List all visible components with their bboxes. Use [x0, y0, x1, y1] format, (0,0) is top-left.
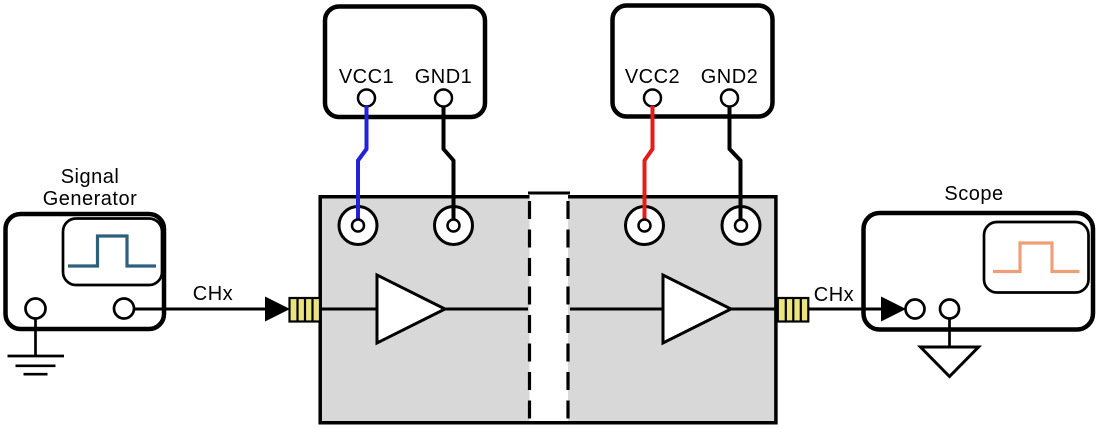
- vcc1-label: VCC1: [339, 66, 394, 88]
- signal-generator: Signal Generator: [3, 166, 167, 376]
- gnd1-label: GND1: [415, 66, 473, 88]
- gnd2-wire: [727, 106, 743, 219]
- power-supply-1: VCC1 GND1: [322, 4, 488, 120]
- signal-generator-screen: [61, 217, 164, 287]
- vcc2-terminal: [642, 88, 663, 108]
- dut-module: [288, 191, 810, 425]
- signal-direction-arrow-icon: [881, 296, 906, 322]
- input-connection: CHx: [134, 283, 290, 322]
- power-supply-2-box: [610, 3, 775, 119]
- amplifier-2-icon: [661, 272, 735, 346]
- supply-wires: [356, 106, 743, 219]
- dut-vcc1-jack-pin: [350, 218, 366, 233]
- input-channel-label: CHx: [193, 283, 233, 305]
- output-channel-label: CHx: [814, 284, 854, 306]
- dut-gnd2-jack-pin: [733, 218, 749, 233]
- pulse-waveform-icon: [993, 241, 1080, 274]
- gnd1-terminal: [433, 88, 454, 108]
- output-connection: CHx: [808, 284, 983, 379]
- chassis-ground-icon: [916, 318, 983, 379]
- vcc1-terminal: [356, 88, 377, 108]
- signal-generator-label-line1: Signal: [61, 166, 120, 188]
- amplifier-1-icon: [375, 272, 449, 346]
- gnd2-label: GND2: [701, 66, 759, 88]
- dut-gnd1-jack-pin: [446, 218, 461, 233]
- vcc2-wire: [642, 106, 655, 219]
- scope-label: Scope: [944, 183, 1003, 205]
- signal-generator-ground-terminal: [24, 297, 47, 320]
- vcc2-label: VCC2: [625, 66, 680, 88]
- pulse-waveform-icon: [68, 234, 156, 268]
- power-supply-1-box: [322, 4, 488, 120]
- dut-jack-pins: [350, 218, 749, 233]
- earth-ground-icon: [7, 318, 64, 376]
- dut-vcc2-jack-pin: [637, 218, 652, 233]
- signal-direction-arrow-icon: [265, 296, 290, 322]
- gnd1-wire: [441, 106, 456, 219]
- vcc1-wire: [356, 106, 369, 219]
- output-sma-connector: [776, 296, 810, 323]
- gnd2-terminal: [719, 88, 740, 108]
- signal-generator-output-terminal: [112, 297, 136, 320]
- signal-generator-label-line2: Generator: [43, 188, 138, 210]
- scope-input-terminal: [904, 298, 926, 320]
- ground-triangle: [916, 345, 983, 379]
- input-sma-connector: [288, 296, 322, 323]
- scope-ground-terminal: [938, 298, 961, 320]
- power-supply-2: VCC2 GND2: [610, 3, 775, 119]
- scope-screen: [982, 220, 1090, 294]
